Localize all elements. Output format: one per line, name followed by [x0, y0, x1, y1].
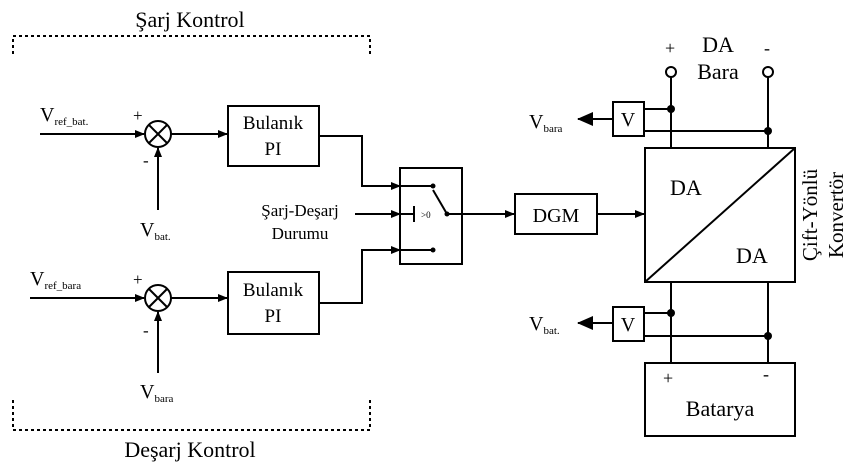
- battery-label: Batarya: [686, 396, 755, 421]
- sum-top-plus-sign: +: [133, 106, 143, 125]
- fuzzy-pi-top-line1: Bulanık: [243, 113, 304, 134]
- bus-reference-loop: Vref_bara + - Vbara Bulanık PI: [30, 246, 401, 405]
- battery-reference-loop: Vref_bat. + - Vbat. Bulanık PI: [40, 104, 401, 243]
- fuzzy-pi-top-line2: PI: [265, 139, 282, 160]
- battery-plus-node: [667, 309, 675, 317]
- discharge-group-border: [12, 400, 371, 431]
- bus-minus-node: [764, 127, 772, 135]
- fuzzy-pi-bottom-line1: Bulanık: [243, 280, 304, 301]
- converter-top-label: DA: [670, 175, 702, 200]
- battery-minus-node: [764, 332, 772, 340]
- battery-voltmeter-box: [612, 306, 645, 342]
- bus-minus-terminal: [762, 66, 774, 78]
- bus-label-line2: Bara: [697, 59, 739, 84]
- bus-plus-sign: +: [665, 38, 675, 58]
- switch-blade: [432, 189, 448, 215]
- discharge-control-group: Deşarj Kontrol: [12, 400, 371, 462]
- charge-control-group: Şarj Kontrol: [12, 7, 371, 54]
- dc-bus: + - DA Bara V Vbara: [529, 32, 774, 148]
- converter-bottom-label: DA: [736, 243, 768, 268]
- bidirectional-converter: DA DA Çift-Yönlü Konvertör: [644, 147, 848, 283]
- charge-group-border: [12, 35, 371, 54]
- sum-bottom-minus-sign: -: [143, 321, 149, 340]
- sum-junction-top: [144, 120, 172, 148]
- sum-top-minus-sign: -: [143, 151, 149, 170]
- battery-voltmeter-label: V: [621, 314, 636, 336]
- bus-plus-node: [667, 105, 675, 113]
- switch-input-label-line1: Şarj-Deşarj: [261, 201, 338, 220]
- switch-block: [399, 167, 463, 265]
- bus-voltmeter-box: [612, 101, 645, 137]
- vref-bara-label: Vref_bara: [30, 268, 81, 292]
- vbara-out-label: Vbara: [529, 111, 562, 135]
- dgm-label: DGM: [533, 205, 580, 227]
- battery-plus-sign: +: [663, 368, 673, 388]
- fuzzy-bottom-to-switch-wire: [319, 246, 401, 304]
- vbat-feedback-label: Vbat.: [140, 219, 171, 243]
- fuzzy-pi-bottom-line2: PI: [265, 306, 282, 327]
- fuzzy-pi-bottom-block: Bulanık PI: [227, 271, 320, 335]
- mode-switch: Şarj-Deşarj Durumu >0: [261, 167, 515, 265]
- battery-side: V Vbat. + - Batarya: [529, 282, 796, 437]
- switch-threshold-label: >0: [421, 210, 431, 220]
- battery-block: [644, 362, 796, 437]
- vbara-feedback-label: Vbara: [140, 381, 173, 405]
- dgm-block: DGM: [514, 193, 645, 235]
- converter-side-label-line2: Konvertör: [824, 172, 848, 258]
- fuzzy-top-to-switch-wire: [319, 135, 401, 190]
- sum-bottom-plus-sign: +: [133, 270, 143, 289]
- bus-voltmeter-label: V: [621, 109, 636, 131]
- vref-bat-label: Vref_bat.: [40, 104, 89, 128]
- bus-plus-terminal: [665, 66, 677, 78]
- bus-minus-sign: -: [764, 38, 770, 58]
- switch-input-label-line2: Durumu: [272, 224, 329, 243]
- discharge-control-title: Deşarj Kontrol: [124, 437, 255, 462]
- charge-control-title: Şarj Kontrol: [135, 7, 244, 32]
- battery-minus-sign: -: [763, 364, 769, 384]
- converter-side-label-line1: Çift-Yönlü: [798, 168, 822, 261]
- bus-label-line1: DA: [702, 32, 734, 57]
- fuzzy-pi-top-block: Bulanık PI: [227, 105, 320, 167]
- vbat-out-label: Vbat.: [529, 313, 560, 337]
- converter-diagonal: [644, 147, 796, 283]
- sum-junction-bottom: [144, 284, 172, 312]
